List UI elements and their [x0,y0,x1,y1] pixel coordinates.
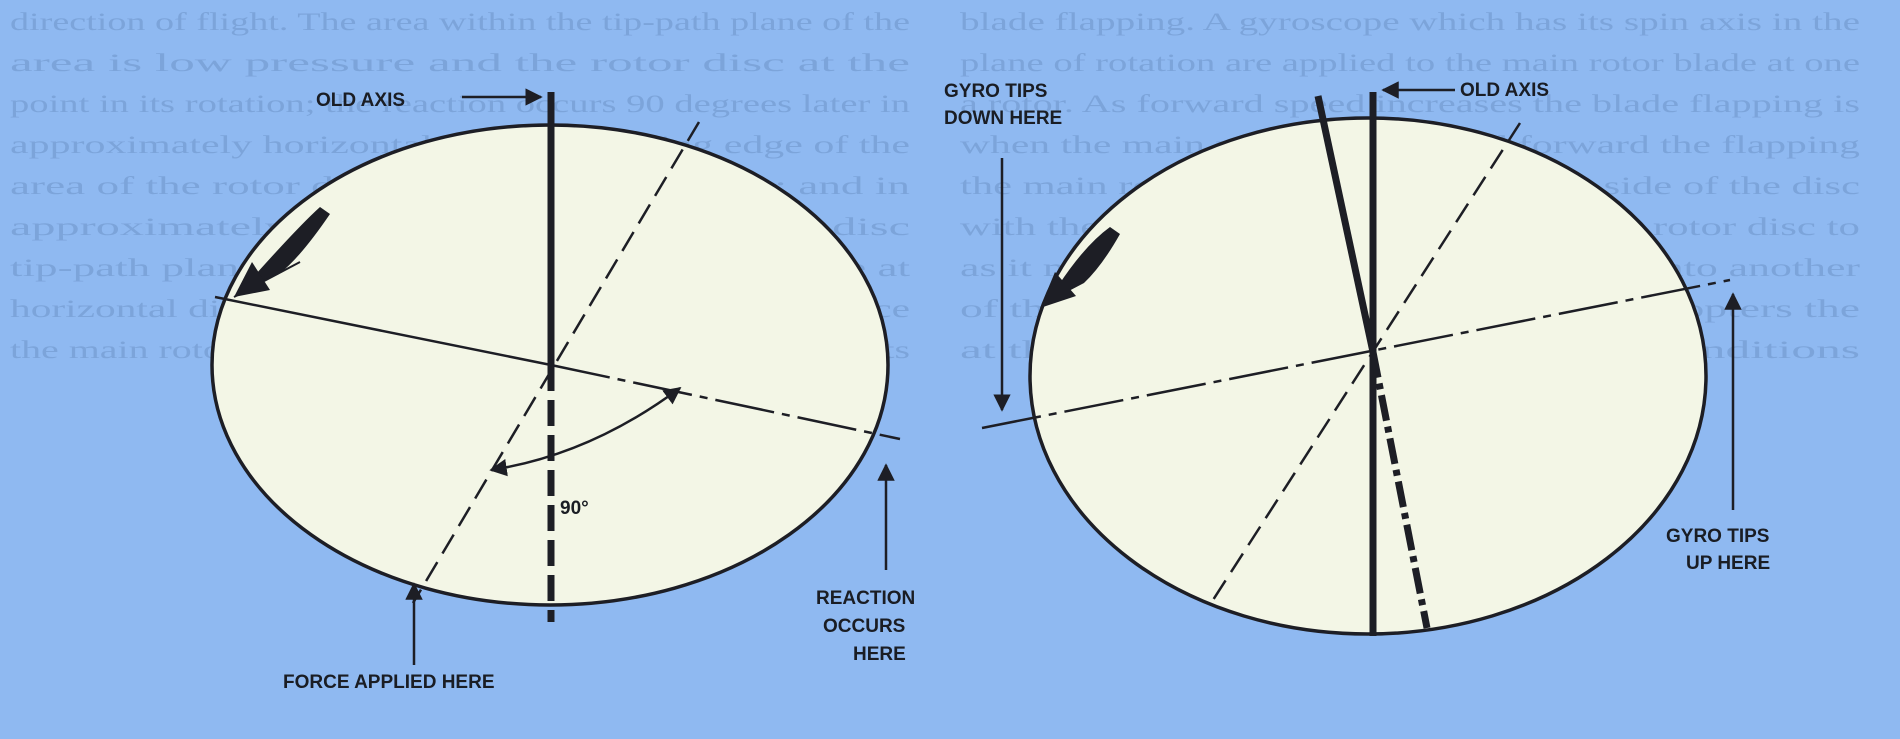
bleed-through-line: direction of flight. The area within the… [10,9,910,36]
disc-plane-left-dash [550,363,901,441]
old-axis-label-right: OLD AXIS [1460,80,1549,101]
new-axis-left [411,121,701,604]
reaction-label-line1: REACTION [816,588,915,609]
bleed-through-line: plane of rotation are applied to the mai… [960,50,1860,77]
gyro-up-label-line2: UP HERE [1686,553,1770,574]
bleed-through-line: area is low pressure and the rotor disc … [10,50,910,77]
right-figure: OLD AXIS GYRO TIPS DOWN HERE GYRO TIPS U… [944,80,1770,636]
rotor-disc-right [1028,116,1708,636]
bleed-through-line: a rotor. As forward speed increases the … [960,91,1860,118]
left-figure: 90° OLD AXIS FORCE APPLIED HERE REACTION… [210,88,915,693]
old-axis-label-left: OLD AXIS [316,90,405,111]
ninety-degree-arc [489,386,682,477]
bleed-through-line: blade flapping. A gyroscope which has it… [960,9,1860,36]
reaction-label-line2: OCCURS [823,616,905,637]
tipped-axis-right-lower [1369,351,1431,629]
angle-label: 90° [560,498,589,519]
reaction-label-line3: HERE [853,644,906,665]
disc-plane-left [214,295,552,367]
force-label: FORCE APPLIED HERE [283,672,495,693]
disc-plane-right [981,278,1731,430]
gyro-down-label-line1: GYRO TIPS [944,81,1047,102]
gyro-down-label-line2: DOWN HERE [944,108,1062,129]
gyro-up-label-line1: GYRO TIPS [1666,526,1769,547]
bleed-through-line: point in its rotation; the reaction occu… [10,91,911,118]
tipped-axis-right [1314,95,1377,353]
